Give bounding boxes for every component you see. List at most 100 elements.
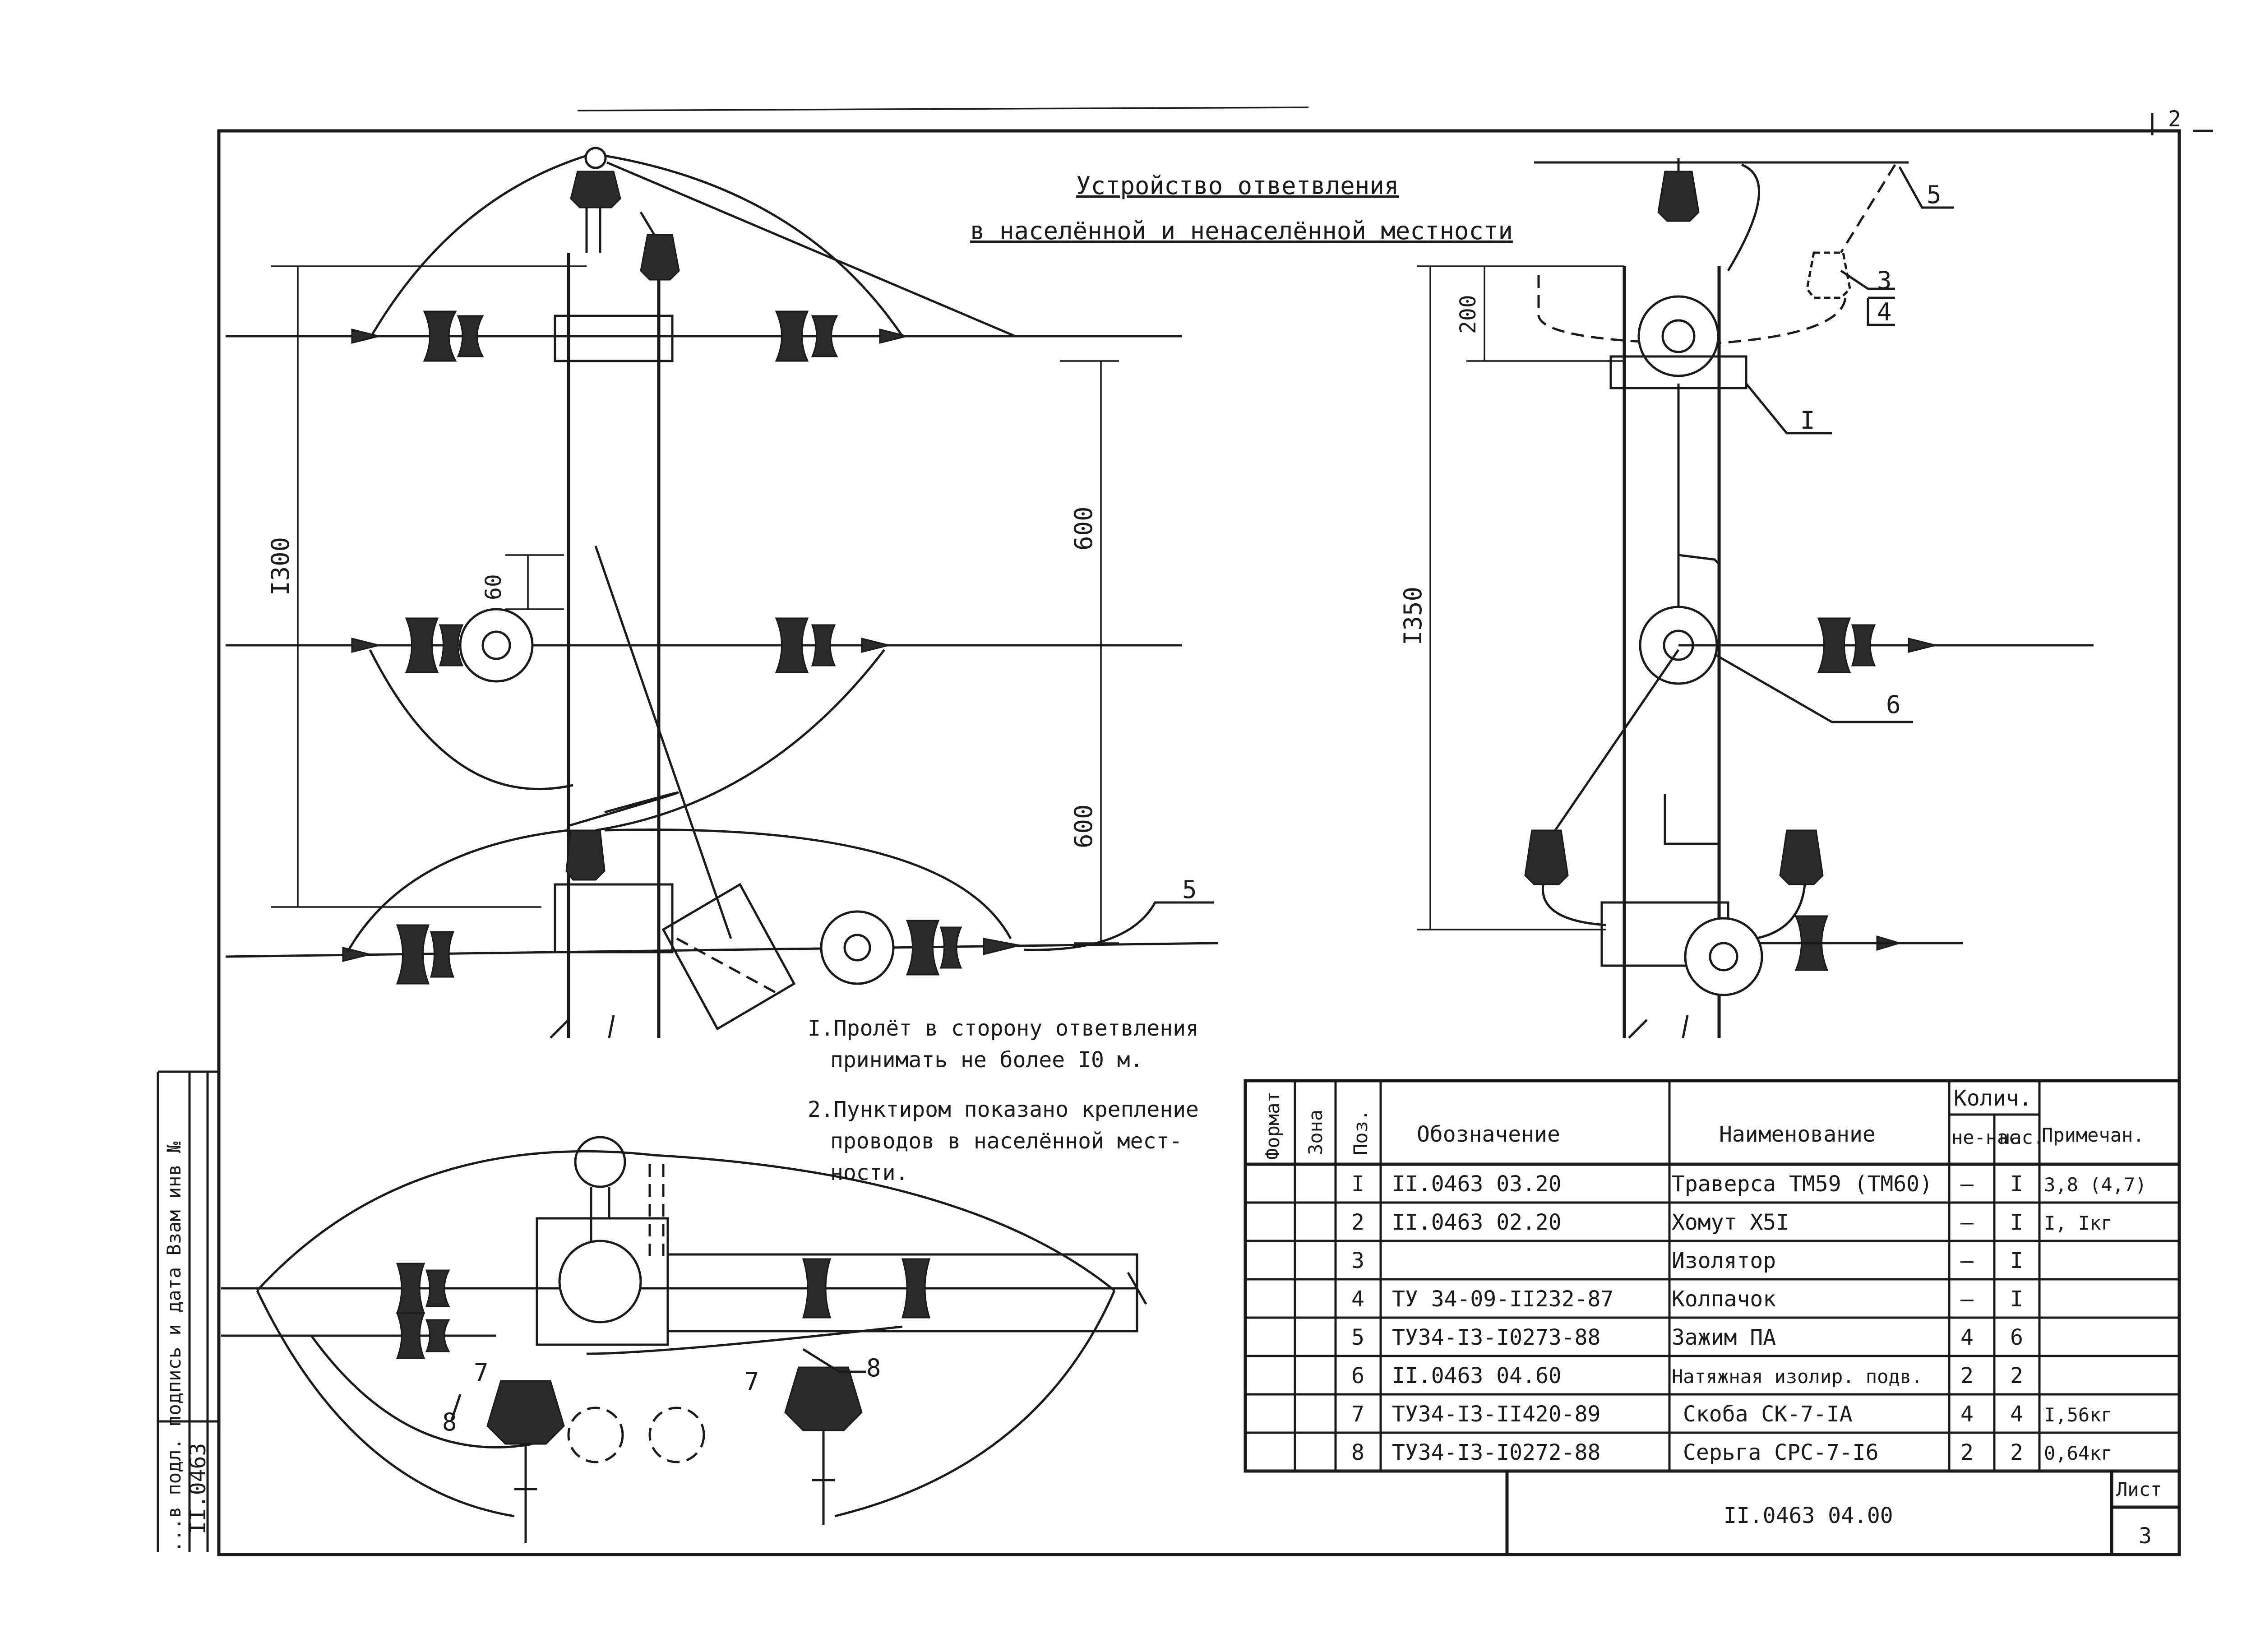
- callout-3: 3: [1877, 266, 1892, 295]
- insulator-dashed-icon: [1806, 251, 1851, 299]
- strain-insulator-lower-right-icon: [906, 920, 1020, 976]
- stamp-doc: II.0463 04.00: [1724, 1503, 1893, 1528]
- row6-designation: II.0463 04.60: [1392, 1363, 1562, 1388]
- callout5-top-leader: [1898, 166, 1954, 209]
- dim-200: 200: [1456, 295, 1481, 334]
- plan-arc-top: [256, 1150, 1115, 1291]
- row8-note: 0,64кг: [2044, 1442, 2113, 1464]
- upper-clamp: [554, 315, 674, 362]
- pole-outline-right: [1623, 266, 1721, 1038]
- title-line1: Устройство ответвления: [1076, 171, 1399, 200]
- row4-name: Колпачок: [1672, 1286, 1776, 1312]
- th-qty: Колич.: [1954, 1086, 2032, 1111]
- th-format: Формат: [1262, 1091, 1284, 1160]
- row8-q2: 2: [2010, 1440, 2023, 1465]
- insulator-top-right-icon: [1657, 158, 1700, 222]
- small-bracket-right: [1678, 554, 1720, 565]
- dim-600-upper: 600: [1069, 506, 1098, 551]
- insulator-lower-icon: [554, 829, 674, 953]
- row3-pos: 3: [1351, 1248, 1364, 1273]
- plan-top-ring-icon: [574, 1136, 626, 1188]
- row3-q1: —: [1960, 1248, 1974, 1273]
- page-number: 2: [2168, 106, 2181, 132]
- strain-insulator-right-middle-icon: [1817, 617, 1936, 673]
- dimension-lines-right: [1417, 265, 1624, 930]
- row6-pos: 6: [1351, 1363, 1364, 1388]
- spec-table: Формат Зона Поз. Обозначение Наименовани…: [1244, 1079, 2181, 1473]
- row5-pos: 5: [1351, 1325, 1364, 1350]
- plan-view-bottom: 7 8 7 8: [221, 1136, 1147, 1543]
- margin-stamp: ...в подл. подпись и дата Взам инв № II.…: [157, 1070, 219, 1552]
- row1-pos: I: [1351, 1171, 1364, 1197]
- row8-q1: 2: [1960, 1440, 1974, 1465]
- margin-doc-code: II.0463: [185, 1443, 211, 1534]
- row7-name: Скоба СК-7-IА: [1683, 1402, 1853, 1427]
- pole-break-right: [1628, 1015, 1689, 1039]
- th-pos: Поз.: [1350, 1110, 1372, 1155]
- row2-designation: II.0463 02.20: [1392, 1210, 1562, 1235]
- th-qty-unpop: не-нас: [1951, 1126, 2020, 1148]
- diag-wire: [606, 161, 1016, 338]
- plan-dashed-ring-2: [648, 1407, 705, 1463]
- row5-designation: ТУ34-I3-I0273-88: [1392, 1325, 1600, 1350]
- scan-edge-line: [577, 106, 1309, 111]
- callout1-leader: [1745, 383, 1832, 435]
- callout-7-right: 7: [744, 1367, 759, 1396]
- title-line2: в населённой и ненаселённой местности: [970, 217, 1513, 245]
- lower-wire: [225, 942, 1219, 958]
- insulator-lower-left-right-icon: [1524, 829, 1569, 885]
- plan-insulator-lower-left-icon: [486, 1380, 565, 1543]
- row2-name: Хомут Х5I: [1672, 1210, 1789, 1235]
- pin-top: [585, 208, 601, 253]
- note-1-line1: I.Пролёт в сторону ответвления: [808, 1016, 1199, 1041]
- dim-600-lower: 600: [1069, 804, 1098, 848]
- note-2-line1: 2.Пунктиром показано крепление: [808, 1097, 1199, 1122]
- dim-1350: I350: [1399, 587, 1427, 645]
- callout-1: I: [1800, 406, 1815, 435]
- row5-name: Зажим ПА: [1672, 1325, 1776, 1350]
- callout-8-left: 8: [442, 1408, 457, 1436]
- dim-1300: I300: [266, 537, 295, 596]
- row6-q2: 2: [2010, 1363, 2023, 1388]
- plan-callout-leaders: [450, 1348, 866, 1422]
- pole-break: [550, 1015, 615, 1039]
- strain-insulator-middle-right-icon: [775, 617, 889, 673]
- row7-q2: 4: [2010, 1402, 2023, 1427]
- lower-vertical-right: [1664, 794, 1720, 902]
- th-note: Примечан.: [2042, 1124, 2145, 1146]
- callout-5-top: 5: [1927, 180, 1942, 209]
- row6-name: Натяжная изолир. подв.: [1672, 1365, 1923, 1388]
- row4-q2: I: [2010, 1286, 2023, 1312]
- bracket-dash: [676, 937, 777, 994]
- note-2-line2: проводов в населённой мест-: [830, 1129, 1182, 1154]
- bracket-box: [661, 883, 796, 1031]
- plan-insulators-right-icon: [802, 1258, 931, 1319]
- row2-q2: I: [2010, 1210, 2023, 1235]
- callout-8-right: 8: [866, 1354, 881, 1382]
- plan-dashed-ring-1: [567, 1407, 624, 1463]
- row7-q1: 4: [1960, 1402, 1974, 1427]
- plan-dashed-stem: [648, 1164, 665, 1263]
- th-designation: Обозначение: [1417, 1122, 1560, 1147]
- plan-arcs: [256, 1290, 1116, 1518]
- callout-5-left: 5: [1182, 875, 1197, 904]
- callout34-leader: [1840, 269, 1895, 326]
- row8-designation: ТУ34-I3-I0272-88: [1392, 1440, 1600, 1465]
- strain-insulator-lower-left-icon: [342, 924, 455, 985]
- dim-60: 60: [481, 574, 506, 600]
- callout5-leader: [1024, 901, 1214, 951]
- row1-designation: II.0463 03.20: [1392, 1171, 1562, 1197]
- plan-crossarm: [668, 1253, 1138, 1333]
- row3-q2: I: [2010, 1248, 2023, 1273]
- plan-wire-7: [586, 1325, 903, 1355]
- row5-q1: 4: [1960, 1325, 1974, 1350]
- row1-q1: —: [1960, 1171, 1974, 1197]
- plan-center-spool-icon: [558, 1240, 642, 1323]
- row6-q1: 2: [1960, 1363, 1974, 1388]
- loop-upper-left: [369, 154, 587, 339]
- callout-7-left: 7: [474, 1358, 489, 1387]
- drawing-frame: [217, 129, 2181, 1556]
- strain-insulator-upper-left-icon: [351, 310, 484, 362]
- row8-pos: 8: [1351, 1440, 1364, 1465]
- lower-branches-right: [1541, 884, 1806, 940]
